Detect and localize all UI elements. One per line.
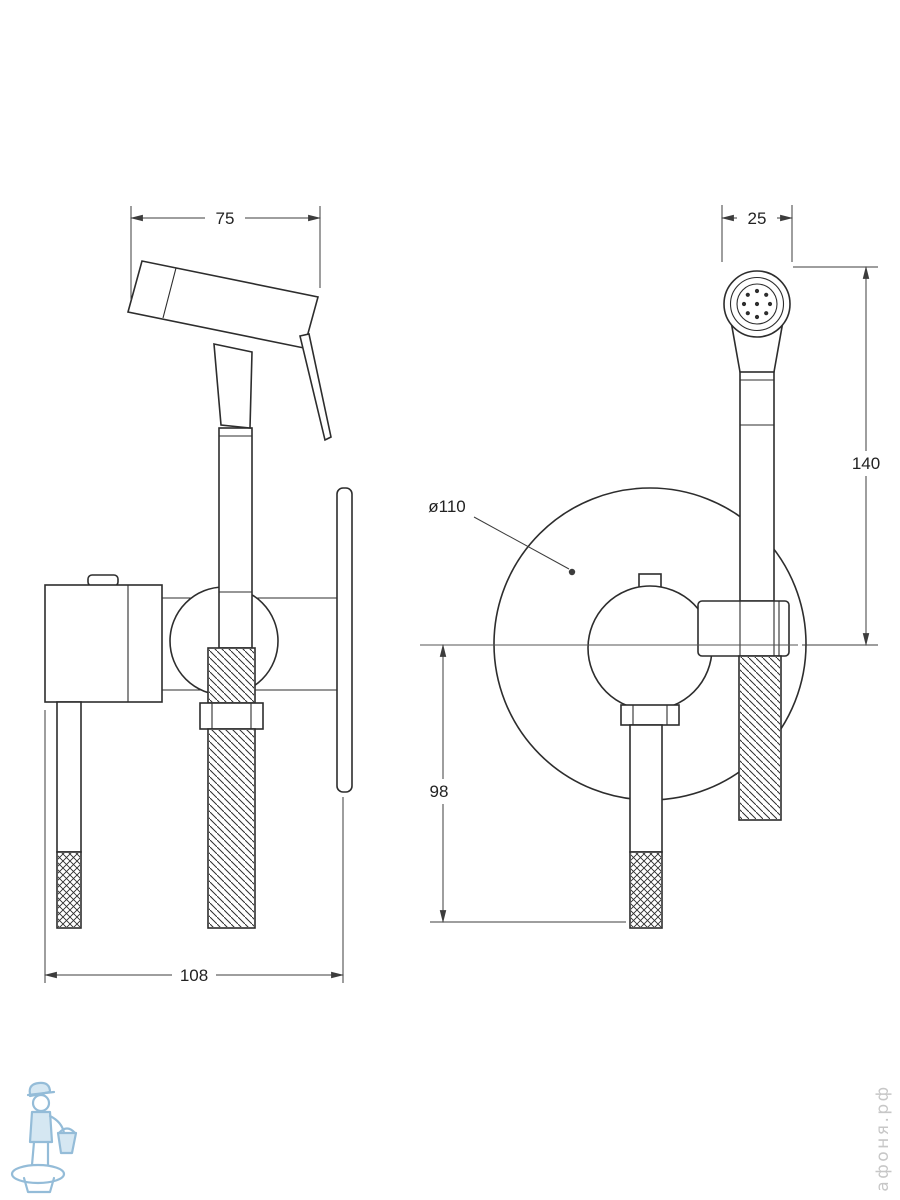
dimension-75: 75 — [129, 206, 322, 300]
bucket-icon — [56, 1131, 78, 1155]
sprayer-head — [127, 260, 319, 349]
sprayer-grip — [218, 427, 253, 649]
lever-knurl-hatch-front — [631, 853, 661, 927]
toilet-base-icon — [22, 1176, 56, 1194]
hose-nut — [199, 702, 264, 730]
dimension-diameter-110: ø110 — [428, 497, 576, 576]
plumber-head-icon — [31, 1093, 51, 1113]
dim-75-mask — [205, 206, 245, 230]
dim-108-mask — [172, 963, 216, 987]
front-view: 25 140 98 ø110 — [420, 205, 889, 929]
dim-140-mask — [843, 451, 889, 476]
dim-75-label: 75 — [216, 209, 235, 228]
dim-140-label: 140 — [852, 454, 880, 473]
plumber-watermark-logo — [10, 1081, 78, 1194]
plumber-body-icon — [28, 1110, 54, 1144]
plumber-legs-icon — [30, 1140, 50, 1167]
dim-25-mask — [737, 206, 777, 230]
spray-nozzle-dots — [741, 288, 773, 320]
sprayer-neck — [213, 342, 253, 429]
lever-shaft — [56, 701, 82, 853]
hand-sprayer-front — [723, 270, 791, 602]
hose-thread-hatch — [209, 649, 254, 702]
sprayer-grip-front — [739, 371, 775, 602]
hose-coil-hatch — [209, 730, 254, 927]
dimension-25: 25 — [720, 205, 794, 262]
dim-98-label: 98 — [430, 782, 449, 801]
lever-adapter — [620, 704, 680, 726]
plumber-arm-icon — [48, 1114, 66, 1135]
dim-25-label: 25 — [748, 209, 767, 228]
dim-108-label: 108 — [180, 966, 208, 985]
dimension-108: 108 — [43, 710, 345, 987]
dimension-98: 98 — [420, 643, 626, 924]
lever-knurl-hatch — [58, 853, 80, 927]
dimension-140: 140 — [793, 265, 889, 647]
wall-plate-side — [336, 487, 353, 793]
dim-98-mask — [420, 779, 458, 804]
sprayer-holder-bracket — [697, 600, 790, 657]
toilet-bowl-icon — [10, 1163, 66, 1185]
lever-shaft-front — [629, 724, 663, 853]
hose-coil-hatch-front — [740, 657, 780, 819]
hand-sprayer-side — [127, 260, 332, 649]
site-watermark-text: афоня.рф — [873, 1084, 893, 1191]
bucket-handle-icon — [57, 1127, 77, 1135]
shower-hose-side — [199, 647, 264, 929]
mixer-lever-side — [56, 701, 82, 929]
leader-dot — [568, 568, 576, 576]
mixer-body-side — [44, 574, 163, 703]
holder-clamp — [697, 600, 790, 657]
sprayer-trigger-lever — [299, 333, 332, 442]
side-view: 75 108 — [43, 206, 353, 987]
shower-hose-front — [738, 655, 782, 821]
mixer-housing — [44, 584, 163, 703]
dim-110-label: ø110 — [428, 497, 466, 516]
mixer-lever-front — [620, 704, 680, 929]
mixer-escutcheon — [587, 585, 713, 711]
